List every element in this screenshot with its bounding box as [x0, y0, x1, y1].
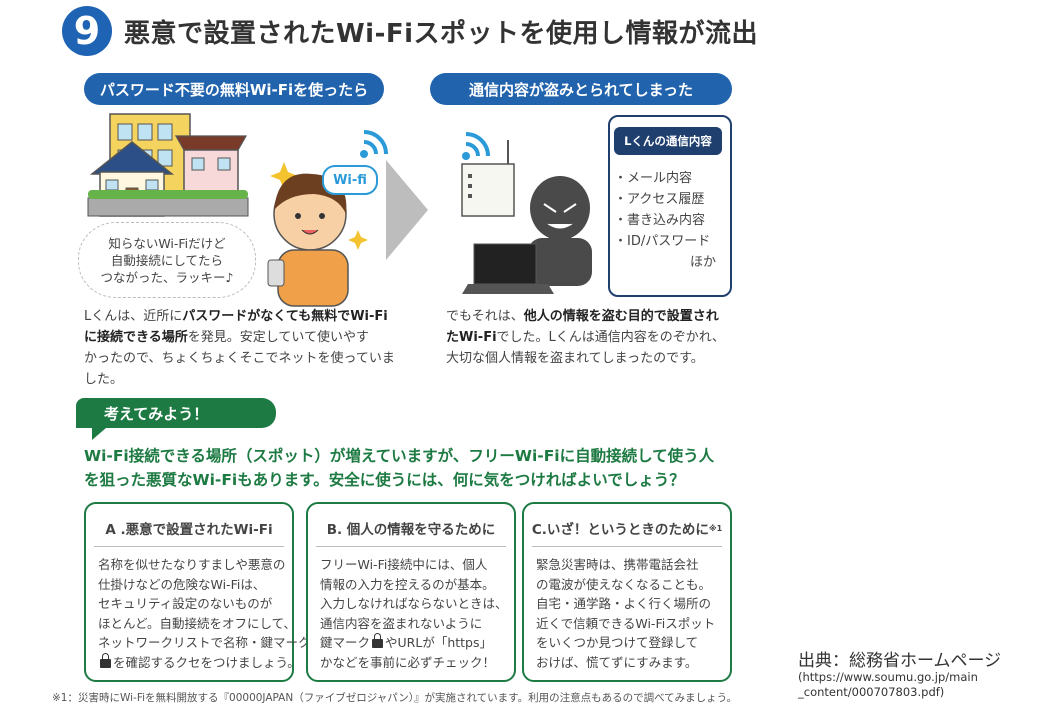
text-span: Lくんは、近所に — [84, 309, 183, 324]
lock-icon — [100, 652, 111, 668]
card-line: 入力しなければならないときは、 — [320, 596, 508, 611]
text-span: でもそれは、 — [446, 309, 524, 324]
town-illustration — [87, 113, 368, 307]
card-line: 名称を似せたなりすましや悪意の — [98, 557, 286, 572]
emphasis-text: に接続できる場所 — [84, 330, 188, 345]
story-paragraph-left: Lくんは、近所にパスワードがなくても無料でWi-Fi に接続できる場所を発見。安… — [84, 306, 404, 390]
story-paragraph-right: でもそれは、他人の情報を盗む目的で設置され たWi-Fiでした。Lくんは通信内容… — [446, 306, 746, 369]
list-item: ・書き込み内容 — [614, 213, 706, 228]
tip-card-c: C.いざ！というときのために※1 緊急災害時は、携帯電話会社 の電波が使えなくな… — [522, 502, 732, 682]
source-url-line: (https://www.soumu.go.jp/main — [798, 670, 978, 684]
tip-card-a: A .悪意で設置されたWi-Fi 名称を似せたなりすましや悪意の 仕掛けなどの危… — [84, 502, 311, 682]
think-label-tail — [92, 428, 106, 440]
source-url: (https://www.soumu.go.jp/main _content/0… — [798, 670, 978, 700]
lead-line: Wi-Fi接続できる場所（スポット）が増えていますが、フリーWi-Fiに自動接続… — [84, 447, 715, 465]
card-heading: A .悪意で設置されたWi-Fi — [94, 510, 284, 547]
text-span: を発見。安定していて使いやす — [187, 330, 369, 345]
lead-line: を狙った悪質なWi-Fiもあります。安全に使うには、何に気をつければよいでしょう… — [84, 471, 685, 489]
card-body: 名称を似せたなりすましや悪意の 仕掛けなどの危険なWi-Fiは、 セキュリティ設… — [98, 555, 311, 672]
card-heading: C.いざ！というときのために※1 — [532, 510, 722, 547]
card-heading: B. 個人の情報を守るために — [316, 510, 506, 547]
section-number: 9 — [73, 9, 101, 53]
bubble-line: 自動接続にしてたら — [110, 252, 224, 268]
thought-bubble: 知らないWi-Fiだけど 自動接続にしてたら つながった、ラッキー♪ — [78, 222, 256, 298]
list-item: ・メール内容 — [614, 171, 693, 186]
card-line: 近くで信頼できるWi-Fiスポット — [536, 615, 716, 631]
card-line: ネットワークリストで名称・鍵マーク — [98, 635, 311, 650]
text-line: かったので、ちょくちょくそこでネットを使っていました。 — [84, 351, 395, 387]
lock-icon — [372, 633, 384, 648]
card-line: フリーWi-Fi接続中には、個人 — [320, 557, 488, 572]
card-line: セキュリティ設定のないものが — [98, 596, 273, 611]
card-line: 情報の入力を控えるのが基本。 — [320, 576, 495, 592]
tip-card-b: B. 個人の情報を守るために フリーWi-Fi接続中には、個人 情報の入力を控え… — [306, 502, 516, 682]
list-item: ほか — [689, 255, 716, 270]
card-body: フリーWi-Fi接続中には、個人 情報の入力を控えるのが基本。 入力しなければな… — [320, 555, 508, 672]
communication-content-list: ・メール内容 ・アクセス履歴 ・書き込み内容 ・ID/パスワード ほか — [614, 168, 724, 273]
bubble-line: つながった、ラッキー♪ — [100, 269, 234, 285]
card-line: ほとんど。自動接続をオフにして、 — [98, 615, 297, 631]
emphasis-text: 他人の情報を盗む目的で設置され — [523, 309, 719, 324]
bubble-line: 知らないWi-Fiだけど — [108, 235, 226, 251]
scenario-banner-right: 通信内容が盗みとられてしまった — [430, 73, 732, 105]
card-line: かなどを事前に必ずチェック！ — [320, 654, 496, 670]
emphasis-text: パスワードがなくても無料でWi-Fi — [182, 309, 388, 324]
text-span: でした。Lくんは通信内容をのぞかれ、 — [496, 330, 725, 345]
text-line: 大切な個人情報を盗まれてしまったのです。 — [446, 351, 704, 366]
card-line: 仕掛けなどの危険なWi-Fiは、 — [98, 576, 266, 592]
source-label: 出典：総務省ホームページ — [798, 651, 1002, 671]
page-title: 悪意で設置されたWi-Fiスポットを使用し情報が流出 — [124, 19, 759, 49]
card-line: を確認するクセをつけましょう。 — [113, 654, 300, 670]
card-line: をいくつか見つけて登録して — [536, 635, 699, 650]
scenario-banner-left: パスワード不要の無料Wi-Fiを使ったら — [84, 73, 384, 105]
communication-content-title: Lくんの通信内容 — [614, 127, 722, 155]
card-body: 緊急災害時は、携帯電話会社 の電波が使えなくなることも。 自宅・通学路・よく行く… — [536, 555, 720, 672]
arrow-right-icon — [386, 160, 428, 260]
footnote-marker: ※1 — [708, 523, 723, 533]
footnote: ※1：災害時にWi-Fiを無料開放する『00000JAPAN（ファイブゼロジャパ… — [52, 692, 738, 704]
emphasis-text: たWi-Fi — [446, 330, 497, 345]
card-line: の電波が使えなくなることも。 — [536, 576, 712, 592]
card-line: 緊急災害時は、携帯電話会社 — [536, 557, 699, 572]
wifi-icon-left — [360, 130, 388, 158]
card-line: 自宅・通学路・よく行く場所の — [536, 596, 712, 611]
list-item: ・アクセス履歴 — [614, 192, 705, 207]
list-item: ・ID/パスワード — [614, 234, 711, 249]
think-label: 考えてみよう！ — [76, 398, 276, 428]
card-heading-text: C.いざ！というときのために — [531, 522, 709, 538]
source-url-line: _content/000707803.pdf) — [798, 685, 945, 699]
hacker-illustration — [461, 132, 592, 294]
section-number-badge: 9 — [62, 6, 112, 56]
card-text: やURLが「https」 — [385, 635, 492, 650]
card-line: おけば、慌てずにすみます。 — [536, 654, 698, 670]
card-line: 通信内容を盗まれないように — [320, 615, 483, 631]
wifi-speech-tag: Wi-fi — [322, 165, 378, 195]
card-text: 鍵マーク — [320, 635, 371, 650]
lead-question: Wi-Fi接続できる場所（スポット）が増えていますが、フリーWi-Fiに自動接続… — [84, 444, 744, 492]
